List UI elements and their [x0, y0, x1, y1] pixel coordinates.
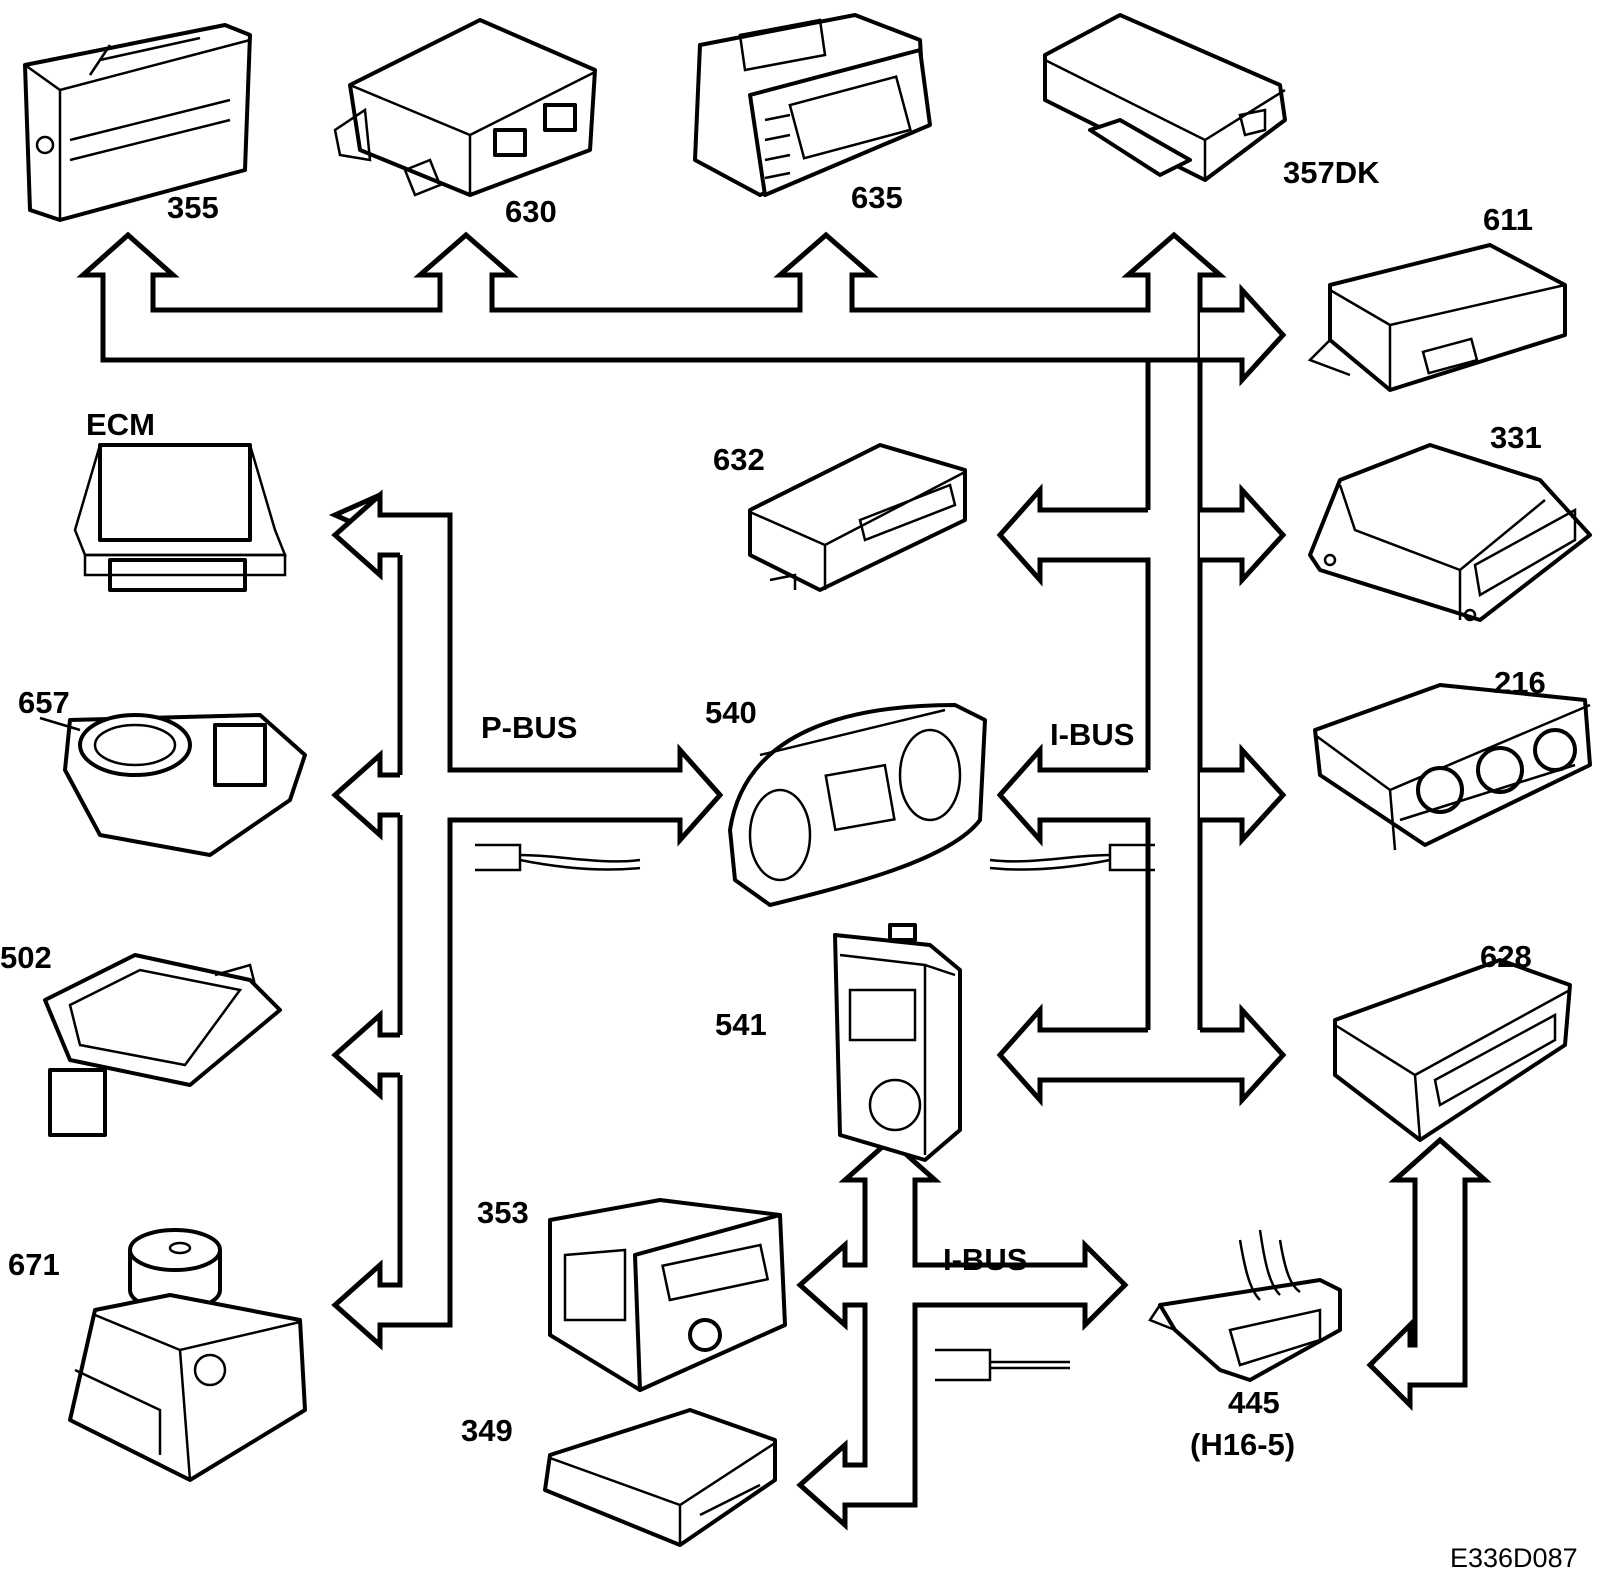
bottom-i-bus: [796, 1136, 1129, 1531]
module-540-drawing: [728, 703, 987, 907]
label-671: 671: [8, 1247, 60, 1282]
module-349-drawing: [543, 1408, 777, 1547]
label-540: 540: [705, 695, 757, 730]
module-labels: 355 630 635 357DK 611 ECM 632 331 657 P-…: [0, 155, 1578, 1573]
bus-lines: [76, 231, 1492, 1531]
module-357dk-drawing: [1043, 13, 1287, 182]
label-357dk: 357DK: [1283, 155, 1380, 190]
arrow-657: [331, 749, 400, 841]
label-541: 541: [715, 1007, 767, 1042]
figure-reference: E336D087: [1450, 1543, 1578, 1573]
module-628-drawing: [1333, 958, 1572, 1142]
module-216-drawing: [1313, 683, 1592, 851]
p-bus-main: [331, 515, 724, 1351]
label-ecm: ECM: [86, 407, 155, 442]
arrow-ecm-head: [331, 489, 453, 581]
module-657-drawing: [39, 713, 307, 857]
arrow-445-628: [1366, 1136, 1492, 1412]
label-630: 630: [505, 194, 557, 229]
label-p-bus: P-BUS: [481, 710, 577, 745]
right-bus-line: [1145, 360, 1203, 1030]
label-331: 331: [1490, 420, 1542, 455]
label-349: 349: [461, 1413, 513, 1448]
arrow-632: [996, 483, 1151, 770]
arrow-628: [1200, 1003, 1287, 1107]
module-541-drawing: [833, 923, 962, 1162]
module-445-drawing: [1148, 1229, 1342, 1382]
arrow-541: [996, 1003, 1242, 1107]
module-635-drawing: [693, 13, 932, 197]
module-671-drawing: [68, 1228, 307, 1482]
top-bus-arrow: [76, 231, 1227, 363]
label-657: 657: [18, 685, 70, 720]
label-611: 611: [1483, 202, 1533, 237]
module-331-drawing: [1308, 443, 1592, 622]
label-445: 445: [1228, 1385, 1280, 1420]
module-502-drawing: [43, 953, 282, 1137]
label-i-bus-bottom: I-BUS: [943, 1242, 1027, 1277]
cable-symbols: [475, 843, 1155, 1382]
label-632: 632: [713, 442, 765, 477]
module-611-drawing: [1307, 243, 1567, 392]
arrow-331: [1200, 483, 1287, 587]
module-ecm-drawing: [73, 443, 287, 592]
module-630-drawing: [333, 18, 597, 197]
arrow-540-right: [996, 743, 1151, 1030]
label-216: 216: [1494, 665, 1546, 700]
module-632-drawing: [748, 443, 967, 592]
label-355: 355: [167, 190, 219, 225]
label-445-connector: (H16-5): [1190, 1427, 1295, 1462]
label-i-bus-top: I-BUS: [1050, 717, 1134, 752]
arrow-611: [1200, 283, 1287, 387]
module-353-drawing: [548, 1198, 787, 1392]
label-353: 353: [477, 1195, 529, 1230]
label-628: 628: [1480, 939, 1532, 974]
label-502: 502: [0, 940, 52, 975]
arrow-502: [331, 1009, 400, 1101]
label-635: 635: [851, 180, 903, 215]
arrow-216: [1200, 743, 1287, 847]
module-355-drawing: [23, 23, 252, 222]
